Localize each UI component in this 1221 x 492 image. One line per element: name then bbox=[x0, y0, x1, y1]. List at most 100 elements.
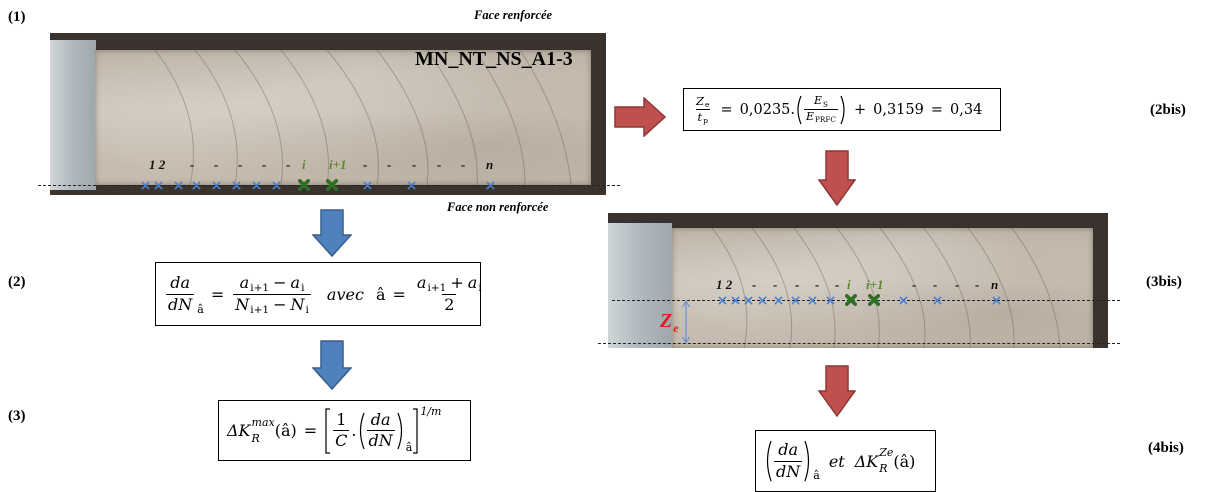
specimen-clamp bbox=[608, 223, 672, 348]
subscript: i+1 bbox=[250, 282, 270, 295]
depth-symbol: Z bbox=[660, 310, 673, 332]
var-a: a bbox=[290, 273, 301, 293]
reference-line-main bbox=[38, 185, 620, 186]
subscript: e bbox=[705, 100, 710, 110]
equals-sign: = bbox=[392, 284, 406, 304]
var-a: a bbox=[239, 273, 250, 293]
fracture-surface bbox=[95, 50, 591, 185]
inverse-denominator: C bbox=[333, 430, 350, 450]
arrow-down-icon bbox=[818, 150, 856, 206]
subscript: R bbox=[879, 462, 888, 475]
left-bracket bbox=[325, 407, 331, 454]
mean-denominator: 2 bbox=[442, 293, 457, 314]
inverse-numerator: 1 bbox=[336, 409, 347, 429]
depth-label: Ze bbox=[660, 310, 679, 335]
specimen-photo-main: MN_NT_NS_A1-3 bbox=[50, 33, 606, 195]
rate-subscript: â bbox=[405, 441, 413, 454]
delta-k-indices: max R bbox=[251, 415, 275, 445]
plus-sign: + bbox=[853, 101, 867, 118]
left-parenthesis bbox=[359, 412, 365, 449]
left-parenthesis bbox=[766, 440, 772, 482]
face-reinforced-label: Face renforcée bbox=[474, 8, 553, 22]
arrow-down-icon bbox=[312, 209, 352, 257]
subscript: p bbox=[703, 116, 708, 126]
specimen-clamp bbox=[50, 40, 96, 190]
argument: (â) bbox=[893, 451, 916, 471]
step-label-3: (3) bbox=[8, 408, 26, 424]
arrow-down-icon bbox=[818, 365, 856, 417]
dot-operator: . bbox=[351, 421, 357, 440]
rate-denominator: dN bbox=[366, 430, 395, 450]
formula-4bis-box: da dN â et ΔK Ze R (â) bbox=[755, 430, 936, 492]
var-t: t bbox=[697, 110, 703, 124]
subscript: i bbox=[478, 282, 482, 295]
step-label-2bis: (2bis) bbox=[1150, 102, 1186, 118]
rate-denominator: dN bbox=[166, 293, 195, 314]
fracture-surface bbox=[672, 228, 1093, 348]
superscript: Ze bbox=[879, 446, 894, 460]
var-a: a bbox=[467, 273, 478, 293]
word-et: et bbox=[828, 451, 845, 471]
depth-subscript: e bbox=[673, 321, 679, 335]
rate-denominator: dN bbox=[774, 460, 803, 481]
word-avec: avec bbox=[326, 284, 364, 304]
rate-numerator: da bbox=[778, 440, 799, 460]
double-arrow-icon bbox=[682, 300, 690, 344]
delta-k: ΔK bbox=[227, 421, 251, 440]
subscript: i+1 bbox=[427, 282, 447, 295]
subscript: i bbox=[301, 282, 305, 295]
var-e: E bbox=[806, 110, 815, 123]
rate-subscript: â bbox=[813, 469, 820, 482]
step-label-2: (2) bbox=[8, 274, 26, 290]
var-a: a bbox=[416, 273, 427, 293]
delta-k: ΔK bbox=[854, 451, 879, 471]
argument: (â) bbox=[274, 421, 297, 440]
var-e: E bbox=[813, 94, 823, 108]
specimen-id: MN_NT_NS_A1-3 bbox=[415, 48, 573, 70]
specimen-photo-3bis bbox=[608, 213, 1108, 348]
result-value: 0,34 bbox=[950, 101, 983, 118]
subscript: R bbox=[251, 431, 260, 445]
equals-sign: = bbox=[303, 421, 318, 440]
step-label-4bis: (4bis) bbox=[1148, 440, 1184, 456]
step-label-1: (1) bbox=[8, 9, 26, 25]
arrow-down-icon bbox=[312, 340, 352, 390]
subscript: PRFC bbox=[815, 115, 836, 125]
face-unreinforced-label: Face non renforcée bbox=[447, 200, 549, 214]
formula-3-box: ΔK max R (â) = 1 C . da dN â 1/m bbox=[218, 400, 471, 461]
reference-line-face bbox=[598, 343, 1120, 344]
rate-numerator: da bbox=[170, 273, 191, 293]
inverse-c-fraction: 1 C bbox=[333, 409, 350, 451]
right-parenthesis bbox=[840, 95, 845, 124]
superscript: max bbox=[251, 415, 275, 429]
arrow-right-icon bbox=[614, 97, 666, 137]
var-z: Z bbox=[696, 93, 704, 108]
constant: 0,3159 bbox=[873, 101, 924, 118]
step-label-3bis: (3bis) bbox=[1146, 274, 1182, 290]
rate-fraction: da dN bbox=[366, 409, 395, 451]
delta-k-indices: Ze R bbox=[879, 446, 894, 475]
var-n: N bbox=[235, 294, 250, 314]
right-parenthesis bbox=[804, 440, 810, 482]
rate-fraction: da dN bbox=[166, 273, 195, 314]
subscript: i bbox=[305, 303, 309, 316]
left-parenthesis bbox=[797, 95, 802, 124]
rate-subscript: â bbox=[197, 303, 204, 316]
exponent: 1/m bbox=[420, 405, 442, 418]
fracture-texture bbox=[711, 228, 1061, 348]
equals-sign: = bbox=[720, 101, 733, 118]
reference-line-crack-front bbox=[612, 300, 1120, 301]
subscript: S bbox=[823, 99, 828, 109]
rate-numerator: da bbox=[370, 409, 391, 429]
